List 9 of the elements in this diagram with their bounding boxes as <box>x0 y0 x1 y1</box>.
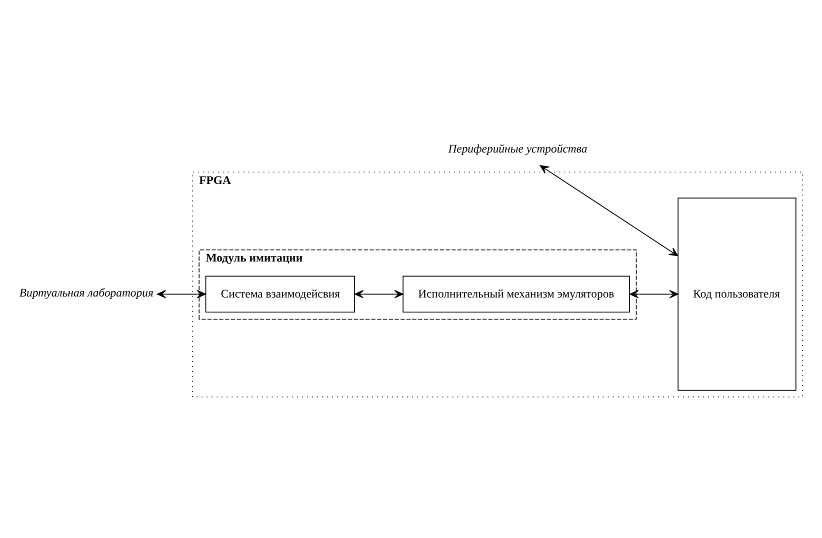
arrow <box>540 164 678 256</box>
node-text: Виртуальная лаборатория <box>19 286 154 299</box>
node-box: Система взаимодейсвия <box>205 275 355 312</box>
arrow <box>629 289 678 298</box>
arrow <box>354 289 404 298</box>
node-box: Исполнительный механизм эмуляторов <box>402 275 630 312</box>
node-text: Периферийные устройства <box>448 142 588 156</box>
arrow <box>156 289 206 298</box>
node-box: Код пользователя <box>678 197 796 390</box>
